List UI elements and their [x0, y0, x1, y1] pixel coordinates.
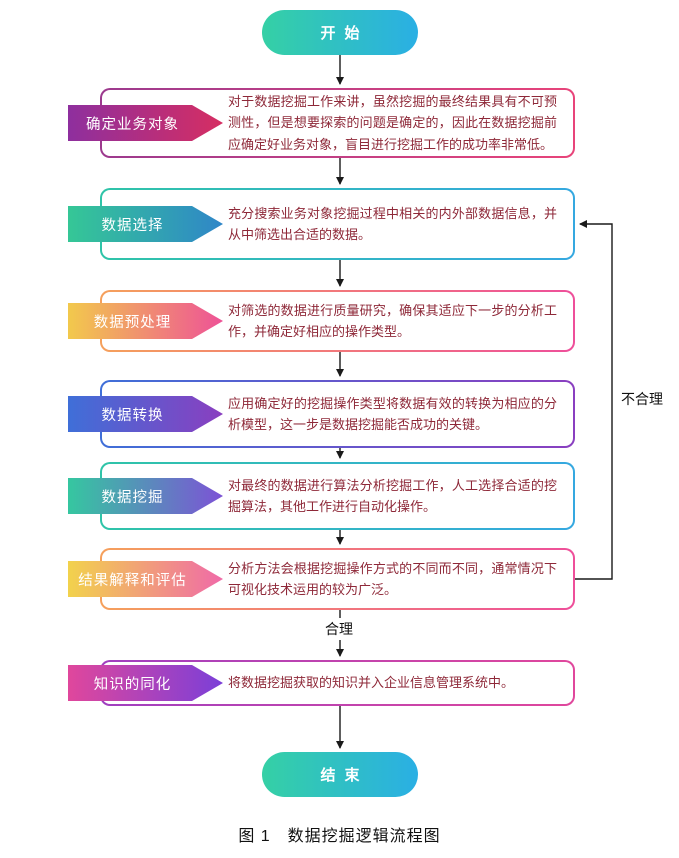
step-label-tag: 数据选择 [68, 206, 223, 242]
flow-step-knowledge-assimilation: 将数据挖掘获取的知识并入企业信息管理系统中。 知识的同化 [68, 660, 575, 706]
start-node: 开始 [262, 10, 418, 55]
branch-label-valid: 合理 [322, 618, 356, 640]
step-box-border: 对筛选的数据进行质量研究，确保其适应下一步的分析工作，并确定好相应的操作类型。 [100, 290, 575, 352]
step-description: 将数据挖掘获取的知识并入企业信息管理系统中。 [228, 675, 515, 691]
flow-step-define-business-object: 对于数据挖掘工作来讲，虽然挖掘的最终结果具有不可预测性，但是想要探索的问题是确定… [68, 88, 575, 158]
end-label: 结束 [320, 767, 369, 784]
step-description: 对于数据挖掘工作来讲，虽然挖掘的最终结果具有不可预测性，但是想要探索的问题是确定… [228, 94, 557, 152]
step-description: 分析方法会根据挖掘操作方式的不同而不同，通常情况下可视化技术运用的较为广泛。 [228, 560, 557, 597]
step-box-border: 分析方法会根据挖掘操作方式的不同而不同，通常情况下可视化技术运用的较为广泛。 [100, 548, 575, 610]
flow-step-data-mining: 对最终的数据进行算法分析挖掘工作，人工选择合适的挖掘算法，其他工作进行自动化操作… [68, 462, 575, 530]
start-label: 开始 [320, 25, 369, 42]
step-label: 确定业务对象 [86, 116, 179, 133]
step-description: 充分搜索业务对象挖掘过程中相关的内外部数据信息，并从中筛选出合适的数据。 [228, 205, 557, 242]
figure-caption: 图 1 数据挖掘逻辑流程图 [238, 828, 441, 845]
edge-feedback-loop [575, 220, 613, 580]
step-label: 数据转换 [101, 407, 164, 424]
step-label-tag: 数据转换 [68, 396, 223, 432]
step-label: 结果解释和评估 [78, 572, 187, 589]
flow-step-data-selection: 充分搜索业务对象挖掘过程中相关的内外部数据信息，并从中筛选出合适的数据。 数据选… [68, 188, 575, 260]
step-label: 数据挖掘 [101, 489, 164, 506]
step-description: 应用确定好的挖掘操作类型将数据有效的转换为相应的分析模型，这一步是数据挖掘能否成… [228, 395, 557, 432]
step-label-tag: 数据预处理 [68, 303, 223, 339]
flow-step-result-evaluation: 分析方法会根据挖掘操作方式的不同而不同，通常情况下可视化技术运用的较为广泛。 结… [68, 548, 575, 610]
step-label-tag: 确定业务对象 [68, 105, 223, 141]
step-box-border: 充分搜索业务对象挖掘过程中相关的内外部数据信息，并从中筛选出合适的数据。 [100, 188, 575, 260]
step-label: 数据预处理 [93, 314, 172, 331]
step-box-border: 对最终的数据进行算法分析挖掘工作，人工选择合适的挖掘算法，其他工作进行自动化操作… [100, 462, 575, 530]
step-label-tag: 数据挖掘 [68, 478, 223, 514]
step-label: 数据选择 [101, 217, 164, 234]
step-label-tag: 知识的同化 [68, 665, 223, 701]
end-node: 结束 [262, 752, 418, 797]
flow-step-data-transformation: 应用确定好的挖掘操作类型将数据有效的转换为相应的分析模型，这一步是数据挖掘能否成… [68, 380, 575, 448]
step-label: 知识的同化 [93, 676, 172, 693]
branch-label-invalid: 不合理 [621, 391, 663, 407]
flow-step-data-preprocessing: 对筛选的数据进行质量研究，确保其适应下一步的分析工作，并确定好相应的操作类型。 … [68, 290, 575, 352]
step-description: 对最终的数据进行算法分析挖掘工作，人工选择合适的挖掘算法，其他工作进行自动化操作… [228, 477, 557, 514]
step-description: 对筛选的数据进行质量研究，确保其适应下一步的分析工作，并确定好相应的操作类型。 [228, 302, 557, 339]
step-label-tag: 结果解释和评估 [68, 561, 223, 597]
